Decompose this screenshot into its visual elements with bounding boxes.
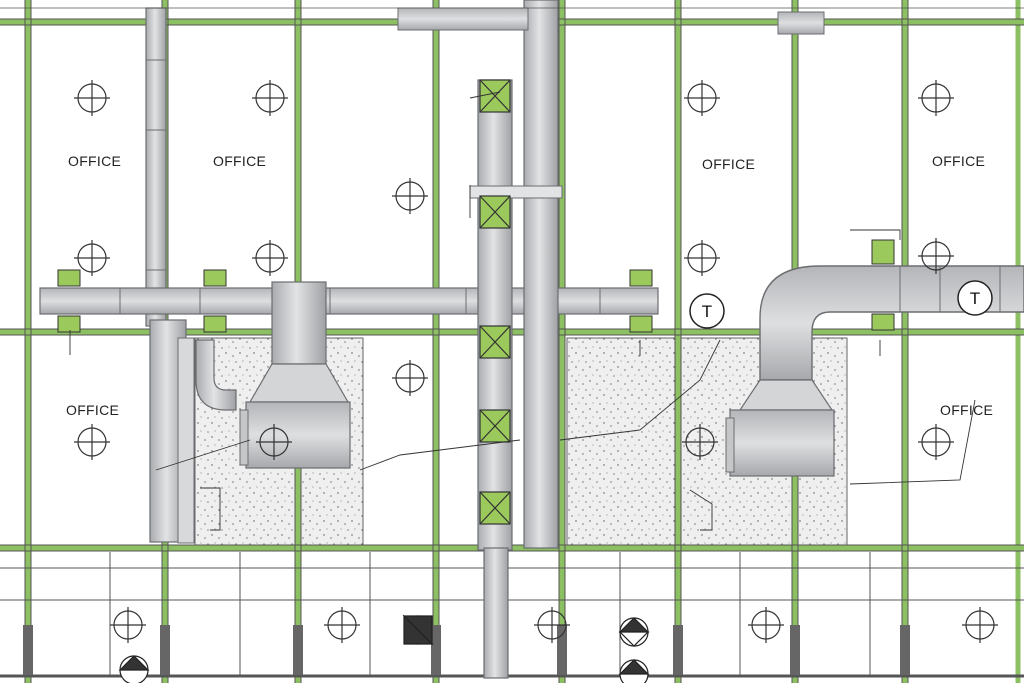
room-label-office-4: OFFICE [932,153,986,169]
thermostat-2-label: T [970,289,980,308]
air-handler-left [239,281,351,469]
leader-lines [69,91,976,531]
thermostat-2 [957,280,993,316]
duct-main-horizontal [39,287,659,315]
room-label-office-5: OFFICE [66,402,120,418]
exhaust-fan-icon [118,614,650,688]
thermostat-1-label: T [702,302,712,321]
thermostat-icon: T T [689,280,993,329]
room-label-office-3: OFFICE [702,156,756,172]
wall-bases [23,625,910,675]
room-label-office-6: OFFICE [940,402,994,418]
duct-vertical-left [145,7,195,544]
vav-box-icon [57,239,895,333]
air-handler-right [725,379,835,477]
diffuser-icon [74,80,998,643]
damper-icon [479,79,511,525]
room-label-office-2: OFFICE [213,153,267,169]
duct-elbow-left [195,339,237,411]
duct-vertical-center [397,0,825,679]
room-label-office-1: OFFICE [68,153,122,169]
thermostat-1 [689,293,725,329]
